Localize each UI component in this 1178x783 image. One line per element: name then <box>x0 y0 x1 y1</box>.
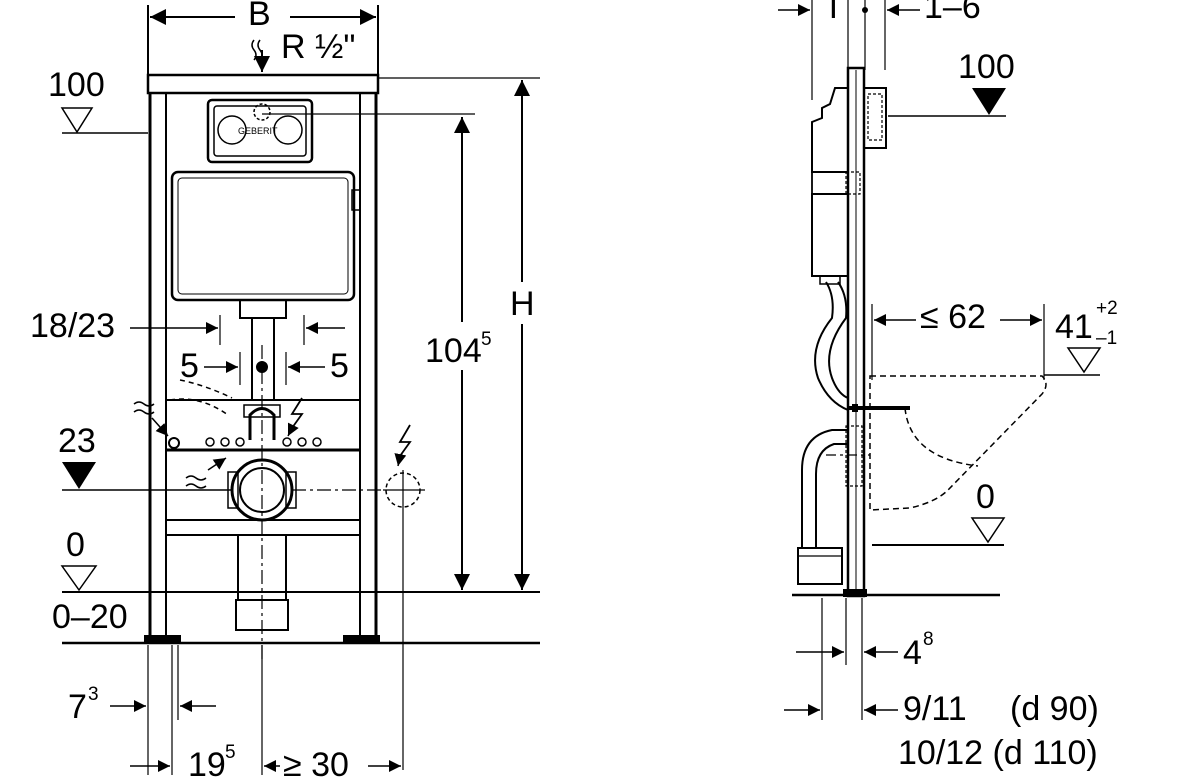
dim-1-6-label: 1–6 <box>924 0 981 26</box>
dim-10-12-label: 10/12 (d 110) <box>898 734 1098 772</box>
dim-30-label: ≥ 30 <box>283 746 349 778</box>
dim-41-superscript: +2 <box>1096 298 1118 319</box>
dim-62-label: ≤ 62 <box>920 298 986 336</box>
dim-5-right-label: 5 <box>330 347 349 385</box>
side-level-0-label: 0 <box>976 478 995 516</box>
dim-41-subscript: –1 <box>1096 328 1117 349</box>
adjust-range-label: 0–20 <box>52 598 128 636</box>
dim-5-left-label: 5 <box>180 347 199 385</box>
side-view: T 1–6 100 ≤ 62 41 +2 –1 <box>778 0 1118 772</box>
dim-104-label: 104 <box>425 332 482 370</box>
dim-4-label: 4 <box>903 634 922 672</box>
level-23-label: 23 <box>58 422 96 460</box>
dim-d90-label: (d 90) <box>1010 690 1099 728</box>
dim-19-label: 19 <box>188 746 226 778</box>
level-0-label: 0 <box>66 526 85 564</box>
dim-18-23-label: 18/23 <box>30 307 115 345</box>
width-label: B <box>248 0 271 33</box>
dim-4-superscript: 8 <box>923 629 934 650</box>
brand-label: GEBERIT <box>238 126 278 136</box>
dim-9-11-label: 9/11 <box>903 690 967 728</box>
dim-t-label: T <box>823 0 844 26</box>
level-100-label: 100 <box>48 66 105 104</box>
side-level-100-label: 100 <box>958 48 1015 86</box>
dim-19-superscript: 5 <box>225 742 236 763</box>
dim-7-label: 7 <box>68 688 87 726</box>
front-view: GEBERIT <box>30 0 542 783</box>
dim-7-superscript: 3 <box>88 684 99 705</box>
height-label: H <box>510 285 535 323</box>
dim-104-superscript: 5 <box>481 329 492 350</box>
dim-41-label: 41 <box>1055 308 1093 346</box>
water-connection-label: R ½" <box>281 28 355 66</box>
